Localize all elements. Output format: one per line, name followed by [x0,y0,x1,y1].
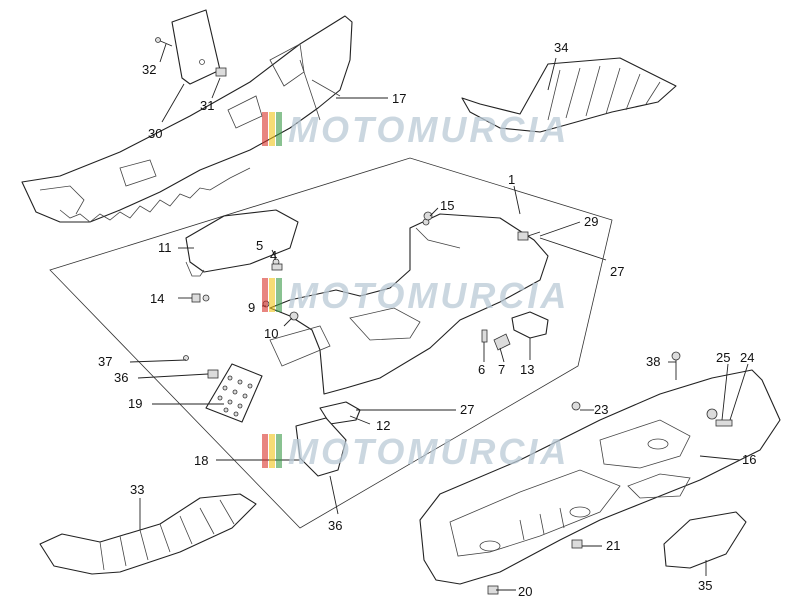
callout-17: 17 [392,91,406,106]
bracket-13 [511,311,549,339]
screw-29 [517,231,541,241]
callout-31: 31 [200,98,214,113]
clip-31 [215,67,227,77]
callout-13: 13 [520,362,534,377]
callout-27b: 27 [460,402,474,417]
callout-16: 16 [742,452,756,467]
screw-38 [671,351,681,380]
callout-7: 7 [498,362,505,377]
callout-19: 19 [128,396,142,411]
leader-lines [129,43,749,591]
floor-mat-33 [39,493,257,575]
callout-30: 30 [148,126,162,141]
callout-1: 1 [508,172,515,187]
callout-14: 14 [150,291,164,306]
callout-37: 37 [98,354,112,369]
washer-25 [706,408,718,420]
callout-23: 23 [594,402,608,417]
callout-18: 18 [194,453,208,468]
callout-5: 5 [256,238,263,253]
callout-4: 4 [270,248,277,263]
callout-36b: 36 [328,518,342,533]
watermark-2: MOTOMURCIA [262,275,569,316]
grille-19 [205,363,263,423]
callout-12: 12 [376,418,390,433]
watermark-1: MOTOMURCIA [262,109,569,150]
bolt-24 [715,419,733,427]
callout-6: 6 [478,362,485,377]
callout-38: 38 [646,354,660,369]
callout-29: 29 [584,214,598,229]
screw-23 [571,401,581,411]
side-panel-17 [21,15,353,223]
cover-35 [663,511,747,569]
clip-14 [191,293,210,303]
center-floor-panel-1 [269,213,549,395]
watermark-text-2: MOTOMURCIA [288,275,569,316]
screw-32 [155,37,173,47]
callout-15: 15 [440,198,454,213]
callout-32: 32 [142,62,156,77]
clip-36a [207,369,219,379]
callout-35: 35 [698,578,712,593]
callout-11: 11 [158,240,172,255]
callout-27a: 27 [610,264,624,279]
callout-20: 20 [518,584,532,599]
screw-37 [183,355,189,361]
watermark-3: MOTOMURCIA [262,431,569,472]
callout-25: 25 [716,350,730,365]
watermark-text-1: MOTOMURCIA [288,109,569,150]
lower-panel-18 [295,417,347,477]
cover-plate-30 [171,9,221,85]
clip-21 [571,539,583,549]
callout-10: 10 [264,326,278,341]
callout-24: 24 [740,350,754,365]
callout-21: 21 [606,538,620,553]
clip-15 [423,211,433,221]
watermark-text-3: MOTOMURCIA [288,431,569,472]
callout-9: 9 [248,300,255,315]
underbody-panel-16 [419,369,781,585]
latch-7 [493,333,511,351]
lid-11 [185,209,299,277]
callout-36a: 36 [114,370,128,385]
spring-6 [481,329,488,343]
floor-mat-34 [461,57,677,133]
callout-labels: 32 31 30 17 34 1 11 5 4 14 15 29 27 9 10… [98,40,756,599]
callout-34: 34 [554,40,568,55]
clip-4 [271,263,283,271]
callout-33: 33 [130,482,144,497]
assembly-group-frame [49,157,613,529]
